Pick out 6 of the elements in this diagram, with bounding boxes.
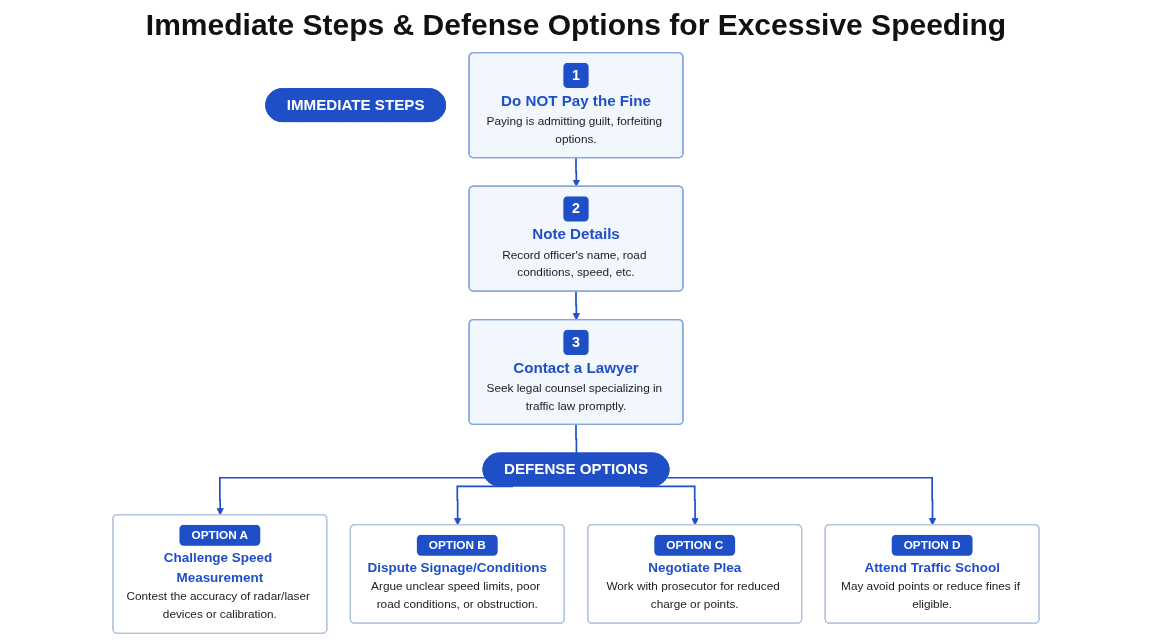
- connector: [575, 424, 578, 455]
- arrow: [666, 476, 937, 526]
- arrow: [216, 476, 487, 516]
- arrow: [572, 157, 581, 187]
- arrow: [572, 290, 581, 321]
- diagram-title: Immediate Steps & Defense Options for Excessive Speeding: [145, 8, 1007, 42]
